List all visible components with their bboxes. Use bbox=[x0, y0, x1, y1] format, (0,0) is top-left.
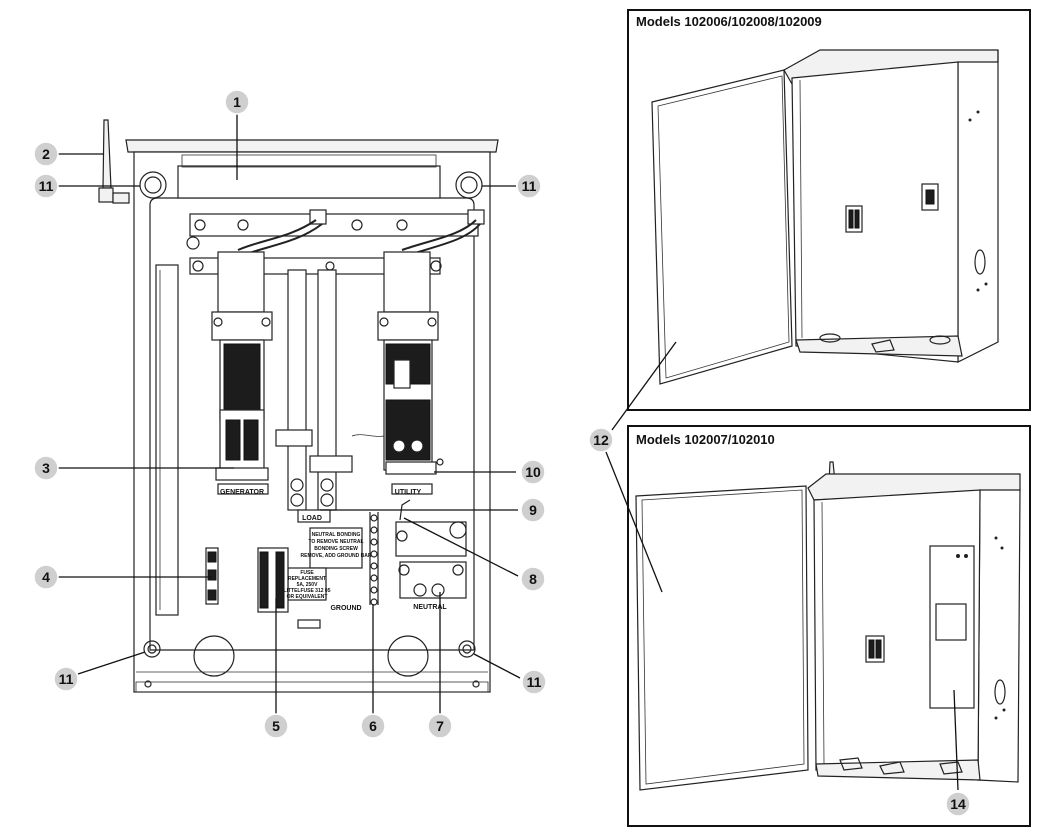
svg-text:BONDING SCREW: BONDING SCREW bbox=[314, 546, 358, 552]
svg-text:3: 3 bbox=[42, 460, 50, 476]
svg-text:LITTELFUSE 312 05: LITTELFUSE 312 05 bbox=[284, 588, 331, 594]
callout-10: 10 bbox=[520, 459, 546, 485]
panel-interior-illustration bbox=[98, 119, 499, 693]
svg-text:8: 8 bbox=[529, 571, 537, 587]
callout-11-bottom-left: 11 bbox=[53, 666, 79, 692]
svg-text:9: 9 bbox=[529, 502, 537, 518]
callout-3: 3 bbox=[33, 455, 59, 481]
svg-text:2: 2 bbox=[42, 146, 50, 162]
callout-11-bottom-right: 11 bbox=[521, 669, 547, 695]
callout-11-top-left: 11 bbox=[33, 173, 59, 199]
svg-text:6: 6 bbox=[369, 718, 377, 734]
svg-text:7: 7 bbox=[436, 718, 444, 734]
callout-12: 12 bbox=[588, 427, 614, 453]
svg-text:OR EQUIVALENT: OR EQUIVALENT bbox=[287, 594, 328, 600]
leader-12-top bbox=[611, 341, 677, 431]
svg-text:11: 11 bbox=[522, 178, 537, 194]
panel-title-bottom: Models 102007/102010 bbox=[636, 432, 775, 447]
callout-9: 9 bbox=[520, 497, 546, 523]
callout-7: 7 bbox=[427, 713, 453, 739]
callout-5: 5 bbox=[263, 713, 289, 739]
generator-label: GENERATOR bbox=[220, 489, 264, 496]
svg-text:REMOVE, ADD GROUND BAR: REMOVE, ADD GROUND BAR bbox=[301, 553, 372, 559]
svg-text:4: 4 bbox=[42, 569, 50, 585]
svg-text:FUSE: FUSE bbox=[300, 570, 314, 576]
svg-text:11: 11 bbox=[39, 178, 54, 194]
neutral-label: NEUTRAL bbox=[413, 604, 447, 611]
utility-label: UTILITY bbox=[395, 489, 422, 496]
callout-4: 4 bbox=[33, 564, 59, 590]
callout-8: 8 bbox=[520, 566, 546, 592]
callout-14: 14 bbox=[945, 791, 971, 817]
leader-12-bottom bbox=[605, 451, 663, 593]
callout-2: 2 bbox=[33, 141, 59, 167]
svg-text:5: 5 bbox=[272, 718, 280, 734]
panel-title-top: Models 102006/102008/102009 bbox=[636, 14, 822, 29]
svg-text:14: 14 bbox=[950, 796, 966, 812]
svg-text:11: 11 bbox=[59, 671, 74, 687]
svg-text:REPLACEMENT: REPLACEMENT bbox=[288, 576, 326, 582]
svg-text:5A, 250V: 5A, 250V bbox=[297, 582, 319, 588]
svg-text:TO REMOVE NEUTRAL: TO REMOVE NEUTRAL bbox=[308, 539, 363, 545]
leader-lines bbox=[58, 114, 521, 714]
callout-1: 1 bbox=[224, 89, 250, 115]
enclosure-illustration-bottom bbox=[635, 461, 1021, 791]
svg-text:10: 10 bbox=[525, 464, 541, 480]
svg-text:1: 1 bbox=[233, 94, 241, 110]
callout-11-top-right: 11 bbox=[516, 173, 542, 199]
fuse-replacement-notice: FUSE REPLACEMENT 5A, 250V LITTELFUSE 312… bbox=[284, 570, 331, 600]
ground-label: GROUND bbox=[330, 605, 361, 612]
callout-6: 6 bbox=[360, 713, 386, 739]
enclosure-illustration-top bbox=[651, 49, 999, 385]
svg-text:12: 12 bbox=[593, 432, 609, 448]
neutral-bonding-notice: NEUTRAL BONDING TO REMOVE NEUTRAL BONDIN… bbox=[301, 532, 372, 559]
svg-text:11: 11 bbox=[527, 674, 542, 690]
load-label: LOAD bbox=[302, 515, 322, 522]
leader-14 bbox=[953, 689, 959, 791]
svg-text:NEUTRAL BONDING: NEUTRAL BONDING bbox=[312, 532, 361, 538]
